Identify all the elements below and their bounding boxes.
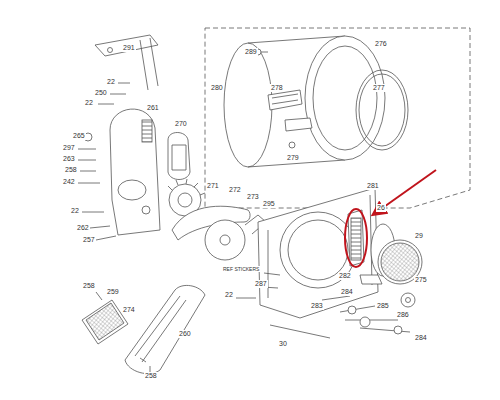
callout-number: 22 — [106, 78, 116, 86]
callout-number: 22 — [70, 207, 80, 215]
callout-number: 289 — [244, 48, 258, 56]
callout-number: 285 — [376, 302, 390, 310]
callout-number: 282 — [338, 272, 352, 280]
callout-number: 283 — [310, 302, 324, 310]
callout-number: 271 — [206, 182, 220, 190]
callout-number: 26 — [376, 204, 386, 212]
callout-number: 284 — [414, 334, 428, 342]
callout-number: 29 — [414, 232, 424, 240]
callout-number: 260 — [178, 330, 192, 338]
callout-number: 277 — [372, 84, 386, 92]
callout-number: 284 — [340, 288, 354, 296]
callout-number: 279 — [286, 154, 300, 162]
callout-number: 258 — [64, 166, 78, 174]
callout-number: 278 — [270, 84, 284, 92]
callout-number: 242 — [62, 178, 76, 186]
callout-number: 291 — [122, 44, 136, 52]
callout-number: 259 — [106, 288, 120, 296]
callout-number: 22 — [224, 291, 234, 299]
callout-number: 297 — [62, 144, 76, 152]
callout-number: 258 — [144, 372, 158, 380]
callout-number: REF STICKERS — [222, 266, 260, 272]
callout-number: 262 — [76, 224, 90, 232]
callout-number: 280 — [210, 84, 224, 92]
callout-number: 257 — [82, 236, 96, 244]
callout-number: 270 — [174, 120, 188, 128]
callout-number: 275 — [414, 276, 428, 284]
callout-number: 272 — [228, 186, 242, 194]
callout-number: 295 — [262, 200, 276, 208]
callout-number: 287 — [254, 280, 268, 288]
callout-number: 273 — [246, 193, 260, 201]
callout-number: 281 — [366, 182, 380, 190]
callout-number: 263 — [62, 155, 76, 163]
callout-number: 286 — [396, 311, 410, 319]
callout-number: 261 — [146, 104, 160, 112]
callout-number: 265 — [72, 132, 86, 140]
callout-number: 30 — [278, 340, 288, 348]
callout-number: 276 — [374, 40, 388, 48]
callout-number: 274 — [122, 306, 136, 314]
callout-number: 250 — [94, 89, 108, 97]
callout-number: 22 — [84, 99, 94, 107]
callout-number: 258 — [82, 282, 96, 290]
